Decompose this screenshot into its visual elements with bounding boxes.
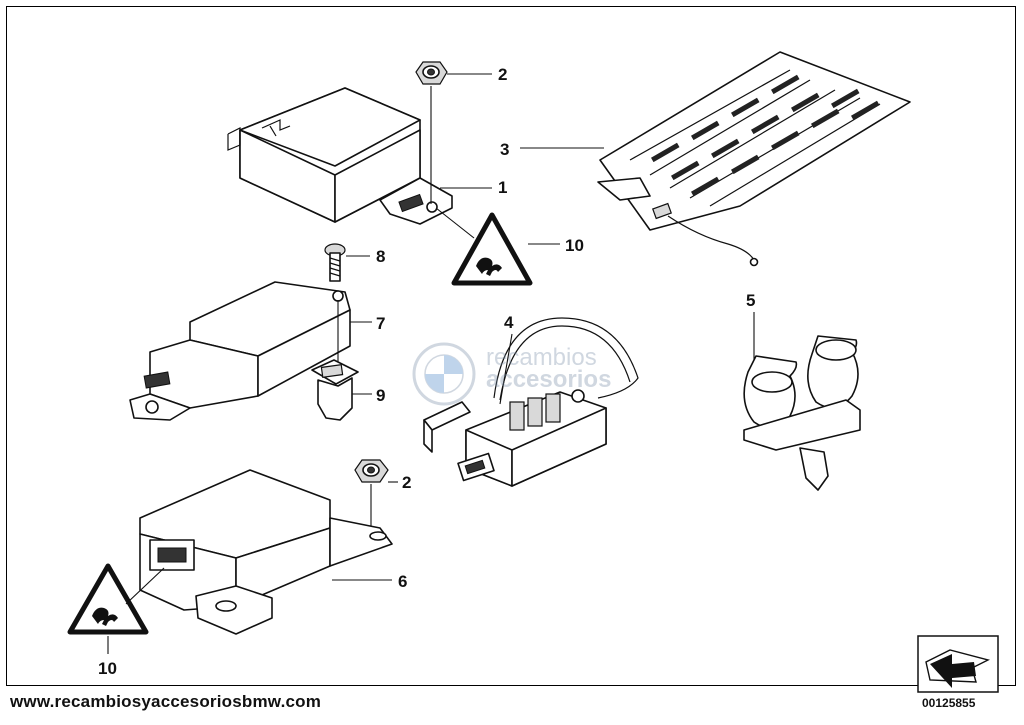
callout-8: 8 <box>376 247 385 266</box>
footer-website-link[interactable]: www.recambiosyaccesoriosbmw.com <box>10 692 322 711</box>
part-4-sensor-harness[interactable] <box>423 317 639 487</box>
warning-triangle-icon <box>67 563 149 635</box>
watermark: recambios accesorios <box>412 342 632 412</box>
bmw-logo-icon <box>412 342 476 406</box>
part-1-control-unit[interactable] <box>227 87 453 225</box>
callout-2-top: 2 <box>498 65 507 84</box>
callout-9: 9 <box>376 386 385 405</box>
warning-triangle-icon <box>451 212 533 286</box>
part-2-nut-bottom[interactable] <box>354 459 389 483</box>
callout-2-bottom: 2 <box>402 473 411 492</box>
callout-10-lower: 10 <box>98 659 117 678</box>
part-5-cable-holder[interactable] <box>743 335 861 491</box>
callout-1: 1 <box>498 178 507 197</box>
callout-5: 5 <box>746 291 755 310</box>
part-7-bracket-unit[interactable] <box>129 281 351 421</box>
part-2-nut-top[interactable] <box>415 61 448 85</box>
diagram-frame <box>6 6 1016 686</box>
watermark-line-2: accesorios <box>486 366 612 393</box>
callout-10-upper: 10 <box>565 236 584 255</box>
callout-3: 3 <box>500 140 509 159</box>
callout-6: 6 <box>398 572 407 591</box>
watermark-line-1: recambios <box>486 344 597 371</box>
callout-4: 4 <box>504 313 514 332</box>
part-8-screw[interactable] <box>324 243 346 282</box>
callout-7: 7 <box>376 314 385 333</box>
next-arrow-icon[interactable] <box>917 635 999 693</box>
part-6-control-unit[interactable] <box>139 469 393 635</box>
diagram-id: 00125855 <box>922 696 976 710</box>
part-3-sensor-mat[interactable] <box>597 51 911 267</box>
part-9-clip-nut[interactable] <box>311 359 359 421</box>
